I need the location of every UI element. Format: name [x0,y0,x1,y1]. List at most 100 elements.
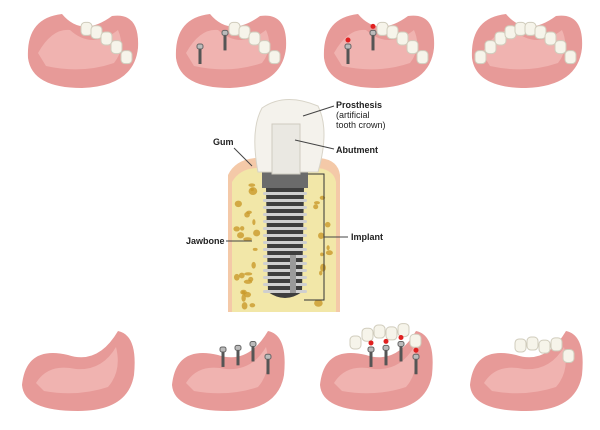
tooth [514,21,527,36]
tooth [409,333,422,348]
bone-spot [248,183,256,187]
tooth [110,40,123,55]
tooth [268,50,281,65]
bone-spot [325,250,333,256]
implant-head [264,353,272,360]
tooth [514,338,527,353]
tongue-area [36,347,118,394]
bone-spot [241,302,248,310]
bone-spot [238,272,245,279]
tooth [80,21,93,36]
tooth [504,25,517,40]
implant-head [234,344,242,351]
bone-spot [237,232,245,239]
tooth [373,324,386,339]
label-abutment: Abutment [336,145,378,155]
tooth [120,50,133,65]
label-prosthesis-note-2: tooth crown) [336,120,386,130]
implant-thread [263,255,307,258]
bone-spot [320,252,324,257]
implant-cross-section [226,99,348,312]
implant-head [369,29,377,36]
tongue-area [484,347,566,394]
implant-thread [263,199,307,202]
tooth [526,336,539,351]
label-jawbone: Jawbone [186,236,225,246]
bone-spot [243,279,253,284]
bone-spot [249,303,256,308]
bone-spot [246,210,252,215]
tooth [397,323,410,338]
tooth [474,50,487,65]
bone-spot [233,226,240,232]
bone-spot [251,261,256,269]
bone-spot [239,226,245,231]
tooth [361,327,374,342]
attachment-marker [368,340,374,346]
tooth [385,326,398,341]
implant-thread [263,206,307,209]
implant-thread [263,192,307,195]
jaw-panel-2 [175,14,287,88]
tooth [534,25,547,40]
attachment-marker [413,347,419,353]
bone-spot [326,245,330,251]
bone-texture [233,183,333,310]
jaw-panel-8 [470,331,583,411]
jaw-panel-3 [323,14,435,88]
bone-spot [234,200,242,208]
tooth [544,31,557,46]
tooth [90,25,103,40]
tongue-area [334,347,416,394]
bone-spot [318,232,325,239]
implant-head [249,340,257,347]
bone-spot [319,270,323,276]
implant-head [344,43,352,50]
implant-thread [263,290,307,293]
implant-thread [263,248,307,251]
tooth [349,335,362,350]
attachment-marker [398,334,404,340]
attachment-marker [370,23,376,29]
implant-screw [263,188,307,298]
bone-spot [314,299,323,307]
bone-spot [313,204,319,210]
tooth [554,40,567,55]
tooth [484,40,497,55]
attachment-marker [383,338,389,344]
implant-thread [263,262,307,265]
tooth [386,25,399,40]
bone-spot [250,188,254,192]
implant-thread [263,213,307,216]
implant-head [219,346,227,353]
tooth [524,21,537,36]
tooth [550,337,563,352]
palate [334,29,418,70]
tooth [228,21,241,36]
tooth [564,50,577,65]
bone-spot [252,219,256,226]
attachment-marker [345,37,351,43]
bone-spot [244,272,253,276]
implant-head [412,353,420,360]
implant-thread [263,227,307,230]
palate [38,29,122,70]
abutment [271,123,301,175]
jaw-panel-4 [471,14,583,88]
label-gum: Gum [213,137,234,147]
tooth [248,31,261,46]
tooth [562,348,575,363]
bone-spot [324,221,331,228]
implant-thread [263,283,307,286]
tooth [494,31,507,46]
implant-thread [263,269,307,272]
implant-thread [263,220,307,223]
bone-spot [233,273,240,281]
bone-spot [244,291,252,298]
implant-head [367,346,375,353]
tooth [538,339,551,354]
implant-head [221,29,229,36]
tooth [100,31,113,46]
implant-thread [263,276,307,279]
